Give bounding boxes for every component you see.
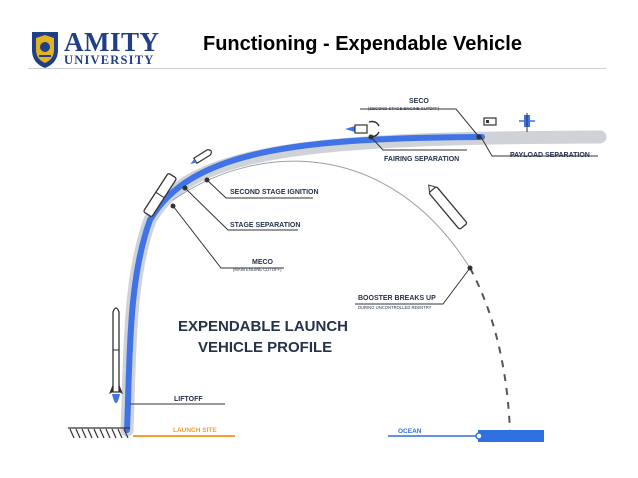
rocket-liftoff-icon (109, 307, 123, 403)
label-stage-separation: STAGE SEPARATION (230, 222, 300, 229)
logo-amity: AMITY (64, 27, 160, 57)
label-second-stage-ignition: SECOND STAGE IGNITION (230, 189, 319, 196)
fairing-separation-icon (345, 120, 380, 138)
label-ocean: OCEAN (398, 428, 422, 435)
label-booster-sub: DURING UNCONTROLLED REENTRY (358, 305, 432, 310)
callouts (130, 108, 598, 405)
trajectory-halo (120, 130, 607, 437)
label-payload-separation: PAYLOAD SEPARATION (510, 152, 590, 159)
label-seco: SECO (409, 98, 429, 105)
diagram-heading-line2: VEHICLE PROFILE (198, 339, 332, 356)
logo-university: UNIVERSITY (64, 53, 155, 67)
rocket-ascent-icon (143, 173, 177, 217)
trajectory-path (124, 134, 485, 433)
label-meco: MECO (252, 259, 274, 266)
amity-shield-icon (32, 32, 58, 68)
label-liftoff: LIFTOFF (174, 396, 203, 403)
slide-title: Functioning - Expendable Vehicle (203, 33, 522, 55)
label-meco-sub: (MAIN ENGINE CUTOFF) (233, 267, 282, 272)
label-booster-breaks-up: BOOSTER BREAKS UP (358, 295, 436, 302)
ocean-block (478, 430, 544, 442)
ocean-impact-marker (475, 432, 483, 440)
callout-markers (170, 134, 482, 271)
booster-fall-path (469, 267, 511, 433)
falling-booster-icon (428, 184, 468, 230)
diagram-heading-line1: EXPENDABLE LAUNCH (178, 318, 348, 335)
payload-icon (483, 113, 535, 132)
header-divider (28, 68, 606, 69)
label-fairing-separation: FAIRING SEPARATION (384, 156, 459, 163)
label-seco-sub: (SECOND STAGE ENGINE CUTOFF) (368, 106, 440, 111)
ground-hatching (68, 427, 130, 439)
booster-arc (172, 160, 471, 269)
upper-stage-icon (190, 149, 212, 165)
label-launch-site: LAUNCH SITE (173, 427, 217, 434)
